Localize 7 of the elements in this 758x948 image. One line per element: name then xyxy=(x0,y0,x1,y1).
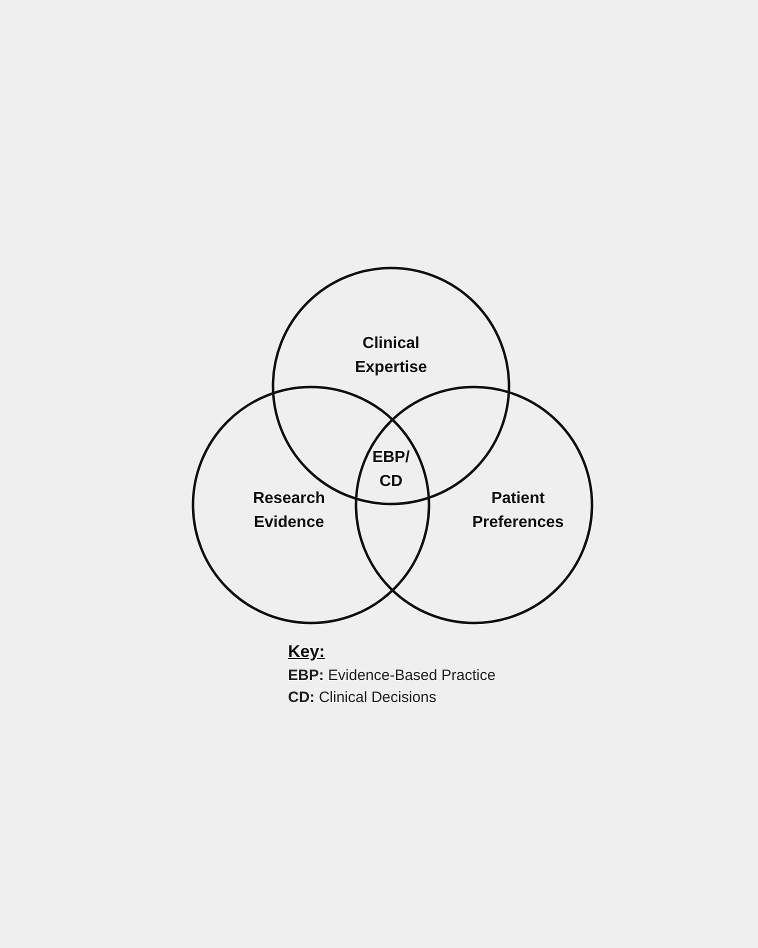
key-heading: Key: xyxy=(288,642,325,662)
circle-label: Research Evidence xyxy=(252,489,326,533)
circle-label: Clinical Expertise xyxy=(354,334,428,378)
overlap-label: EBP/ CD xyxy=(371,448,411,492)
circle-label: Patient Preferences xyxy=(471,489,565,533)
key-entry: EBP: Evidence-Based Practice xyxy=(288,667,496,684)
key-entry: CD: Clinical Decisions xyxy=(288,689,436,706)
